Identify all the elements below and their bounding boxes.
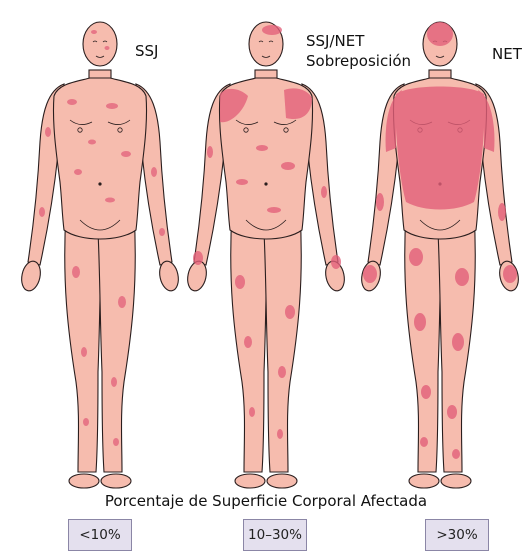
figure-ssj: [19, 22, 181, 488]
label-net: NET: [492, 45, 522, 64]
label-ssj: SSJ: [135, 42, 158, 61]
range-box-ssj: <10%: [68, 519, 132, 551]
label-ssj-net: SSJ/NET: [306, 32, 364, 51]
range-box-net: >30%: [425, 519, 489, 551]
figure-ssj-net: [185, 22, 347, 488]
caption-bsa: Porcentaje de Superficie Corporal Afecta…: [0, 492, 532, 510]
range-ssj: <10%: [79, 527, 120, 543]
figure-net: [359, 22, 521, 488]
range-ssj-net: 10–30%: [248, 527, 302, 543]
range-box-ssj-net: 10–30%: [243, 519, 307, 551]
label-sobreposicion: Sobreposición: [306, 52, 411, 71]
range-net: >30%: [436, 527, 477, 543]
